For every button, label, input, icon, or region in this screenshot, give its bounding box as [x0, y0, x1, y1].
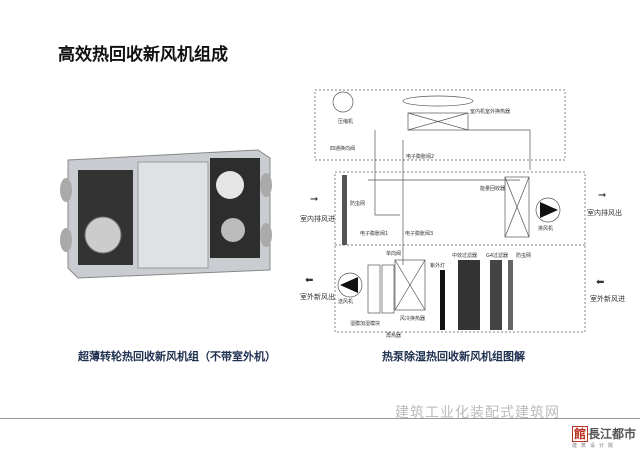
label-supply-fan: 送风机 [338, 298, 353, 305]
label-humidifier: 湿膜加湿模块 [350, 320, 380, 327]
label-indoor-exhaust-in: 室内排风进 [300, 214, 335, 223]
arrow-left-icon: ⬅ [596, 277, 604, 288]
label-air-hx: 风冷换热器 [400, 315, 425, 322]
arrow-right-icon: ➞ [310, 194, 318, 205]
arrow-right-icon: ➞ [598, 190, 606, 201]
logo-mark: 館 [572, 426, 589, 442]
arrow-left-icon: ⬅ [305, 275, 313, 286]
label-g4-filter: G4过滤器 [486, 252, 508, 259]
label-energy-recovery: 能量回收器 [480, 185, 505, 192]
right-caption: 热泵除湿热回收新风机组图解 [382, 350, 525, 363]
label-indoor-exhaust-out: 室内排风出 [587, 208, 622, 217]
watermark: 建筑工业化装配式建筑网 [395, 405, 560, 421]
label-reheater: 再热器 [386, 332, 401, 339]
logo: 館長江都市建筑设计院 [572, 425, 636, 449]
left-caption: 超薄转轮热回收新风机组（不带室外机） [78, 350, 276, 363]
label-uv-lamp: 紫外灯 [430, 262, 445, 269]
label-eev2: 电子膨胀阀2 [406, 153, 434, 160]
label-eev3: 电子膨胀阀3 [405, 230, 433, 237]
heat-pump-diagram: 压缩机 四通换向阀 室内机室外换热器 电子膨胀阀2 防虫网 电子膨胀阀1 电子膨… [300, 89, 625, 339]
label-outdoor-fresh-in: 室外新风进 [590, 294, 625, 303]
label-medium-filter: 中效过滤器 [452, 252, 477, 259]
divider [0, 418, 640, 419]
heat-recovery-unit-photo [58, 140, 273, 280]
label-outdoor-hx: 室内机室外换热器 [470, 108, 510, 115]
label-check-valve: 单向阀 [386, 250, 401, 257]
label-insect-net: 防虫网 [350, 200, 365, 207]
label-outdoor-fresh-out: 室外新风出 [300, 292, 335, 301]
label-exhaust-fan: 排风机 [538, 225, 553, 232]
label-eev1: 电子膨胀阀1 [360, 230, 388, 237]
label-four-way-valve: 四通换向阀 [330, 145, 355, 152]
logo-sub: 建筑设计院 [572, 443, 618, 449]
logo-name: 長江都市 [588, 427, 637, 441]
label-insect-net-right: 防虫网 [516, 252, 531, 259]
page-title: 高效热回收新风机组成 [58, 45, 228, 65]
label-compressor: 压缩机 [338, 118, 353, 125]
